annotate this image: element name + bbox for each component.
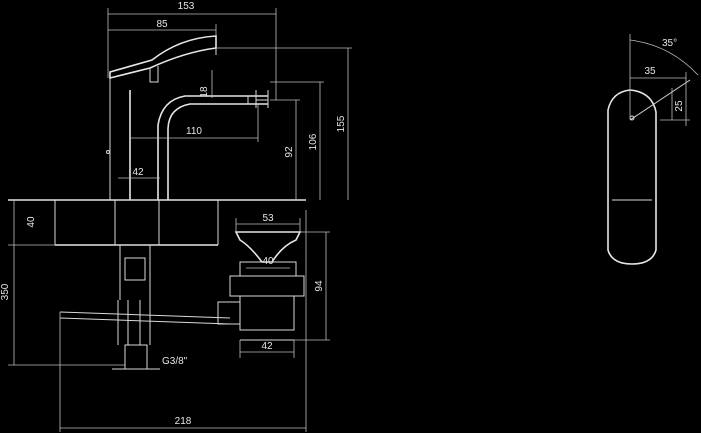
waste-nut (229, 275, 305, 297)
waste-body-lower (239, 295, 295, 331)
angle-arc (629, 39, 699, 76)
handle-front-view (607, 39, 699, 265)
dim-waste-height: 94 (314, 280, 325, 292)
dim-handle-offset: 35 (644, 66, 656, 77)
spout-lever (149, 66, 159, 83)
deck-mount-block (114, 199, 160, 246)
faucet-body-outline (129, 90, 268, 200)
spout-outline-upper (109, 35, 217, 80)
dim-thread: G3/8" (162, 356, 188, 367)
dim-spout-reach: 85 (156, 19, 168, 30)
dim-spout-projection: 110 (186, 126, 202, 137)
waste-side-port (217, 301, 241, 325)
handle-outline (607, 89, 657, 265)
dim-handle-height: 25 (674, 100, 685, 112)
hose-fitting (124, 344, 148, 370)
dim-deck-thickness: 40 (26, 216, 37, 228)
dim-waste-top: 53 (262, 213, 274, 224)
handle-lever (629, 79, 691, 121)
dim-spout-height: 18 (199, 86, 210, 98)
dim-outlet-height: 106 (308, 133, 319, 150)
aerator (247, 90, 269, 108)
supply-hose (117, 300, 151, 345)
dim-handle-angle: 35° (662, 38, 677, 49)
dim-overall-width: 153 (178, 1, 195, 12)
dim-body-diameter: 42 (132, 167, 144, 178)
dim-under-deck: 350 (0, 283, 11, 300)
waste-assembly (217, 231, 305, 341)
dim-under-spout: 92 (284, 146, 295, 158)
countertop (8, 199, 306, 246)
dim-total-width: 218 (175, 416, 192, 427)
center-mark (106, 150, 110, 154)
supply-shank (119, 245, 151, 300)
pop-up-rod (59, 311, 231, 325)
dim-waste-inner: 40 (262, 256, 274, 267)
dim-waste-bottom: 42 (261, 341, 273, 352)
dim-total-height: 155 (336, 115, 347, 132)
under-deck-plumbing (59, 245, 231, 370)
dimension-labels: 153 85 18 110 92 106 155 42 40 53 40 94 … (0, 1, 685, 427)
dimension-lines (8, 8, 690, 432)
faucet-side-view (106, 35, 269, 200)
